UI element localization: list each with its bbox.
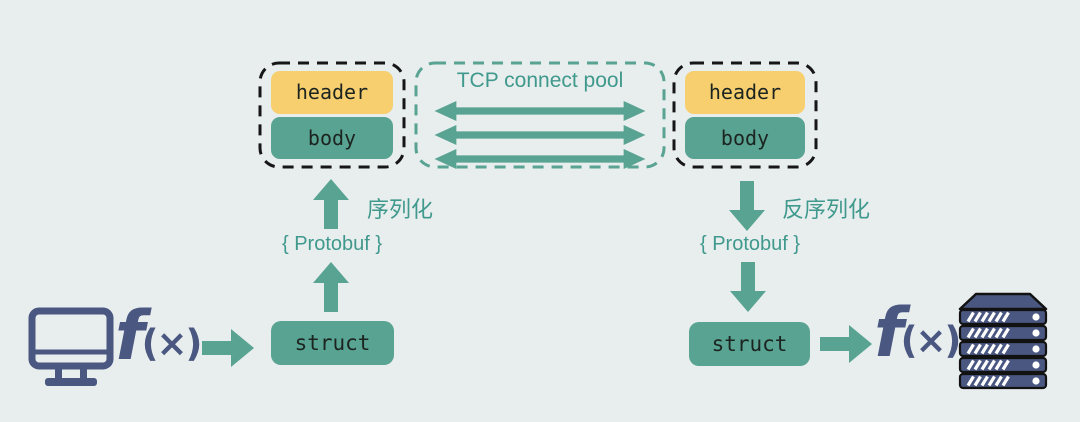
protobuf-label-left: { Protobuf }: [281, 233, 383, 255]
tcp-connect-pool: TCP connect pool: [414, 61, 666, 169]
response-body-field: body: [685, 116, 805, 159]
monitor-icon: [28, 307, 114, 386]
request-body-field: body: [271, 116, 393, 159]
response-packet-box: header body: [672, 61, 818, 169]
fx-args: (×): [141, 322, 203, 365]
arrow-up-icon: [313, 179, 349, 229]
dashed-border: [258, 61, 406, 169]
arrow-down-icon: [730, 262, 766, 312]
arrow-right-icon: [820, 325, 872, 363]
deserialize-label: 反序列化: [782, 197, 871, 222]
client-struct-box: struct: [271, 321, 394, 365]
fx-f: f: [115, 297, 145, 376]
serialize-label: 序列化: [367, 197, 434, 222]
request-packet-box: header body: [258, 61, 406, 169]
fx-args: (×): [900, 319, 962, 362]
tcp-connection-double-arrow-icon: [434, 101, 646, 121]
arrow-down-icon: [729, 181, 765, 231]
tcp-connection-double-arrow-icon: [434, 149, 646, 169]
fx-f: f: [874, 294, 904, 373]
client-function-label: f(×): [115, 297, 203, 376]
tcp-pool-title: TCP connect pool: [456, 69, 624, 92]
dashed-border: [414, 61, 666, 169]
request-header-field: header: [271, 71, 393, 114]
response-header-field: header: [685, 71, 805, 114]
protobuf-label-right: { Protobuf }: [699, 233, 801, 255]
arrow-up-icon: [313, 262, 349, 312]
server-rack-icon: [958, 292, 1048, 390]
server-function-label: f(×): [874, 294, 962, 373]
arrow-right-icon: [202, 329, 254, 367]
server-struct-box: struct: [689, 322, 810, 366]
tcp-connection-double-arrow-icon: [434, 125, 646, 145]
